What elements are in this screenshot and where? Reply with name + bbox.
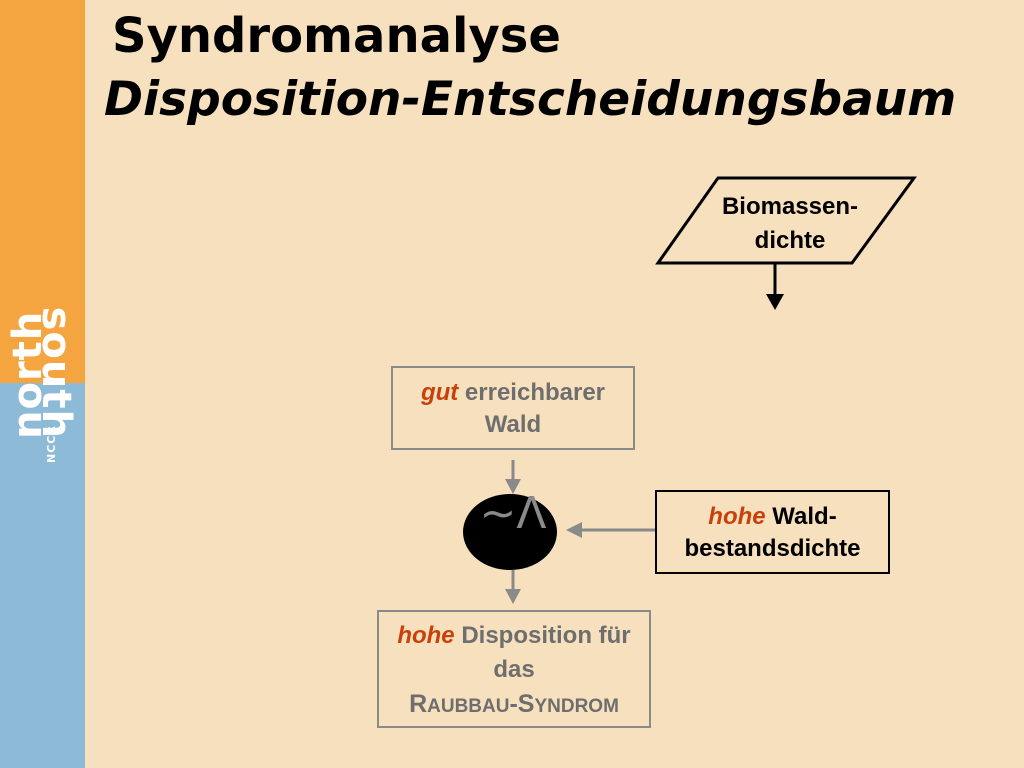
operator-symbol: ~Λ	[479, 488, 547, 539]
arrow-result-head	[505, 589, 521, 604]
biomass-parallelogram	[655, 176, 917, 265]
stand-density-node: hohe Wald- bestandsdichte	[655, 490, 890, 574]
forest-highlight: gut	[420, 379, 459, 406]
forest-reachable-node: gut erreichbarer Wald	[391, 366, 635, 450]
forest-text: erreichbarer Wald	[458, 379, 606, 438]
result-highlight: hohe	[397, 622, 455, 649]
and-operator-ellipse	[463, 494, 557, 570]
slide-subtitle: Disposition-Entscheidungsbaum	[104, 72, 957, 127]
sidebar-orange-band	[0, 0, 85, 383]
slide-title: Syndromanalyse	[112, 8, 561, 64]
result-text: Disposition für das	[454, 622, 631, 683]
density-text: Wald- bestandsdichte	[684, 503, 861, 562]
raubbau-disposition-node: hohe Disposition für das RAUBBAU-SYNDROM	[377, 610, 651, 728]
arrow-density-head	[566, 522, 582, 538]
arrow-forest-head	[505, 479, 521, 494]
density-highlight: hohe	[708, 503, 766, 530]
biomass-node-label: Biomassen- dichte	[721, 193, 859, 254]
syndrome-name: RAUBBAU-SYNDROM	[409, 690, 619, 718]
sidebar-blue-band	[0, 383, 85, 768]
arrow-biomass-head	[766, 294, 784, 310]
